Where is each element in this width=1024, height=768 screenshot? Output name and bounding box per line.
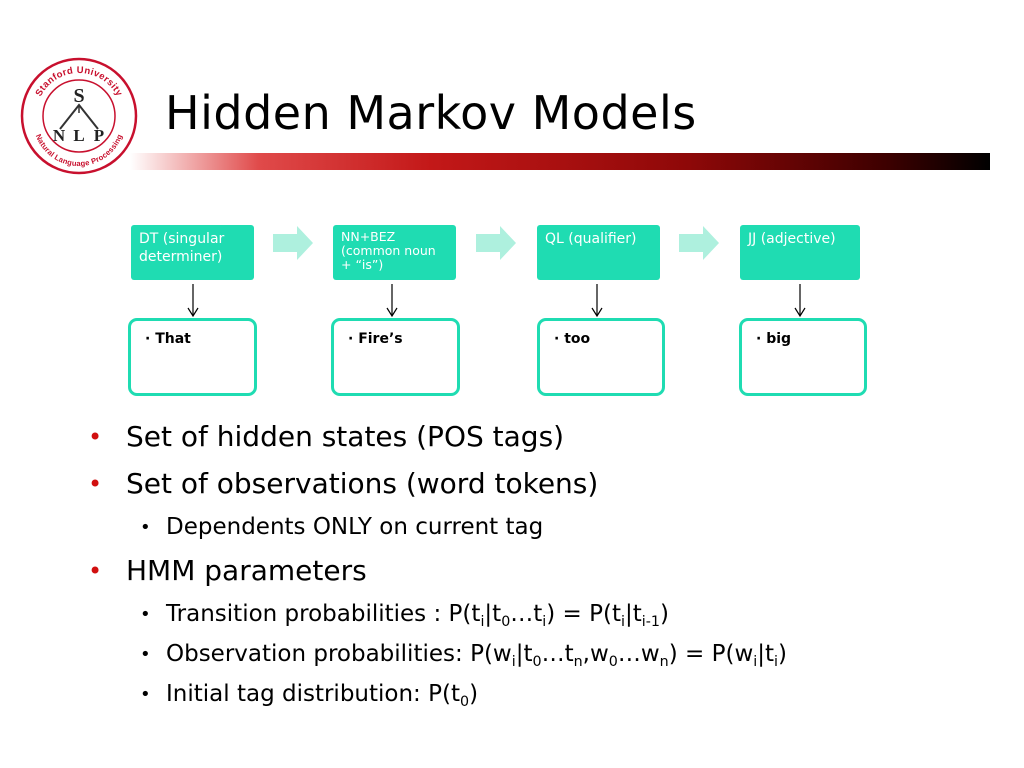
bullet-hidden-states: • Set of hidden states (POS tags) <box>88 418 988 455</box>
sub-bullet-dot-icon: • <box>140 683 151 705</box>
sub-bullet-dependents: • Dependents ONLY on current tag <box>88 512 988 544</box>
bullet-dot-icon: • <box>88 470 103 499</box>
logo-n: N <box>53 126 66 145</box>
bullet-hmm-parameters: • HMM parameters <box>88 552 988 589</box>
slide-title: Hidden Markov Models <box>165 86 697 140</box>
sub-bullet-initial: • Initial tag distribution: P(t0) <box>88 679 988 711</box>
emission-arrow-icon <box>386 284 398 318</box>
observation-box-that: · That <box>128 318 257 396</box>
transition-arrow-icon <box>273 226 313 260</box>
observation-formula: Observation probabilities: P(wi|t0…tn,w0… <box>166 641 787 671</box>
bullet-text: Set of observations (word tokens) <box>126 467 599 501</box>
logo-s: S <box>73 85 84 107</box>
transition-arrow-icon <box>679 226 719 260</box>
emission-arrow-icon <box>187 284 199 318</box>
sub-bullet-text: Dependents ONLY on current tag <box>166 514 544 541</box>
bullet-dot-icon: • <box>88 557 103 586</box>
sub-bullet-dot-icon: • <box>140 644 151 666</box>
bullet-text: HMM parameters <box>126 554 367 588</box>
emission-arrow-icon <box>591 284 603 318</box>
title-underline-bar <box>130 153 990 170</box>
bullet-text: Set of hidden states (POS tags) <box>126 420 565 453</box>
emission-arrow-icon <box>794 284 806 318</box>
sub-bullet-transition: • Transition probabilities : P(ti|t0…ti)… <box>88 599 988 631</box>
observation-box-fires: · Fire’s <box>331 318 460 396</box>
state-box-jj: JJ (adjective) <box>740 225 860 280</box>
state-box-dt: DT (singular determiner) <box>131 225 254 280</box>
observation-box-big: · big <box>739 318 867 396</box>
transition-arrow-icon <box>476 226 516 260</box>
initial-formula: Initial tag distribution: P(t0) <box>166 680 479 710</box>
sub-bullet-dot-icon: • <box>140 604 151 626</box>
bullet-observations: • Set of observations (word tokens) <box>88 465 988 502</box>
bullet-list: • Set of hidden states (POS tags) • Set … <box>88 418 988 719</box>
logo-p: P <box>94 126 104 145</box>
sub-bullet-observation: • Observation probabilities: P(wi|t0…tn,… <box>88 639 988 671</box>
stanford-nlp-logo-icon: Stanford University Natural Language Pro… <box>20 57 138 175</box>
transition-formula: Transition probabilities : P(ti|t0…ti) =… <box>166 601 669 631</box>
state-box-ql: QL (qualifier) <box>537 225 660 280</box>
logo-l: L <box>73 126 84 145</box>
observation-box-too: · too <box>537 318 665 396</box>
state-box-nn-bez: NN+BEZ (common noun + “is”) <box>333 225 456 280</box>
bullet-dot-icon: • <box>88 423 103 451</box>
sub-bullet-dot-icon: • <box>140 517 151 539</box>
